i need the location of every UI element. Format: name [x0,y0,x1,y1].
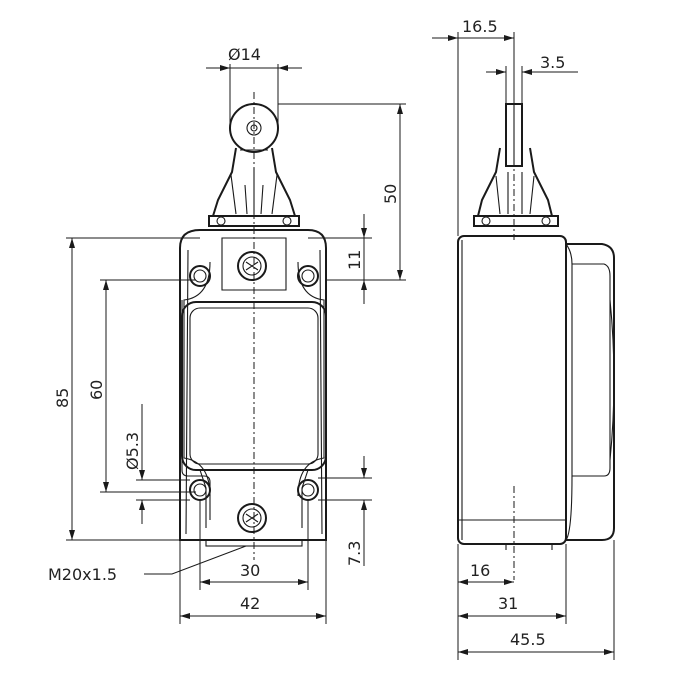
dim-body-width: 42 [179,540,327,624]
top-hole-offset-label: 11 [345,250,364,270]
dim-actuator-height: 50 [278,103,406,281]
side-total-depth-label: 45.5 [510,630,546,649]
side-body-depth-label: 31 [498,594,518,613]
side-roller-offset-label: 16.5 [462,17,498,36]
hole-diameter-label: Ø5.3 [123,432,142,470]
conduit-thread-label: M20x1.5 [48,565,117,584]
dim-side-body-depth: 31 [458,544,567,624]
side-conduit-offset-label: 16 [470,561,490,580]
dim-top-hole-offset: 11 [308,214,372,304]
dim-hole-spacing-vertical: 60 [87,279,196,493]
conduit-thread-callout: M20x1.5 [48,545,247,584]
side-view: 16.5 3.5 16 31 45.5 [432,17,615,660]
actuator-height-label: 50 [381,184,400,204]
body-height-label: 85 [53,388,72,408]
dim-side-total-depth: 45.5 [458,540,615,660]
dim-hole-diameter: Ø5.3 [123,404,190,524]
actuator-stem-side [473,147,559,227]
hole-spacing-vertical-label: 60 [87,380,106,400]
dim-bottom-hole-offset: 7.3 [318,456,372,566]
hole-spacing-horizontal-label: 30 [240,561,260,580]
dim-roller-diameter: Ø14 [206,45,302,128]
side-roller-width-label: 3.5 [540,53,565,72]
dim-side-conduit-offset: 16 [457,544,514,660]
body-width-label: 42 [240,594,260,613]
dim-side-roller-offset: 16.5 [432,17,515,236]
housing-side [457,235,615,550]
cover-screws-front [237,251,267,533]
dim-side-roller-width: 3.5 [486,53,578,104]
dim-body-height: 85 [53,237,200,541]
bottom-hole-offset-label: 7.3 [345,541,364,566]
front-view: Ø14 50 11 85 60 [48,45,406,624]
dim-hole-spacing-horizontal: 30 [199,500,309,590]
roller-diameter-label: Ø14 [228,45,261,64]
